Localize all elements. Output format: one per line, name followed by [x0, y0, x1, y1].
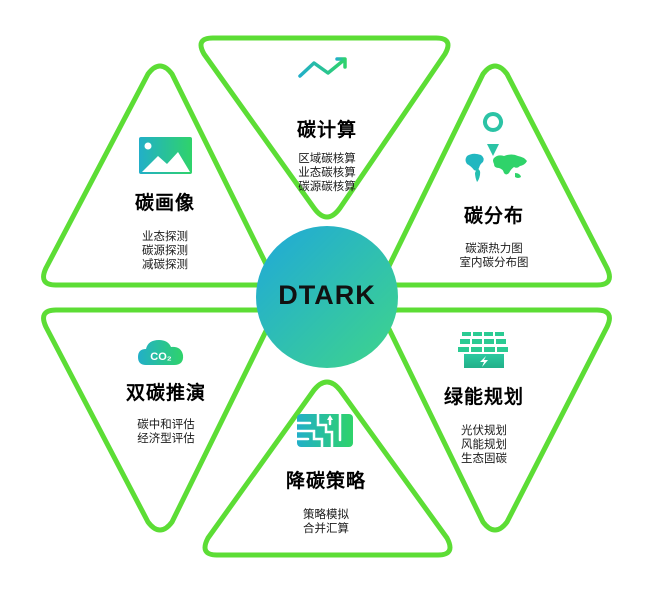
- segment-bottom-left[interactable]: 双碳推演 碳中和评估 经济型评估: [126, 378, 206, 445]
- segment-item: 经济型评估: [137, 431, 195, 445]
- segment-item: 减碳探测: [141, 257, 188, 271]
- segment-title: 绿能规划: [443, 386, 525, 408]
- segment-items: 碳源热力图 室内碳分布图: [460, 241, 529, 269]
- segment-item: 碳源探测: [141, 243, 188, 257]
- bar-chart-trend-icon: [298, 57, 347, 99]
- world-map-pin-icon: [465, 112, 527, 182]
- segment-item: 业态探测: [141, 229, 188, 243]
- segment-bottom[interactable]: 降碳策略 策略模拟 合并汇算: [286, 466, 366, 535]
- segment-item: 碳中和评估: [137, 417, 195, 431]
- segment-item: 策略模拟: [302, 507, 349, 521]
- segment-top-right[interactable]: 碳分布 碳源热力图 室内碳分布图: [460, 201, 529, 269]
- segment-title: 降碳策略: [285, 470, 367, 492]
- center-circle[interactable]: [256, 226, 398, 368]
- segment-items: 业态探测 碳源探测 减碳探测: [135, 229, 195, 271]
- segment-top-outline[interactable]: [198, 35, 451, 220]
- segment-items: 光伏规划 风能规划 生态固碳: [444, 423, 524, 465]
- co2-cloud-icon: CO₂: [138, 340, 184, 365]
- segment-top-left[interactable]: 碳画像 业态探测 碳源探测 减碳探测: [135, 188, 195, 271]
- segment-title: 碳画像: [134, 192, 196, 214]
- segment-items: 区域碳核算 业态碳核算 碳源碳核算: [297, 151, 357, 193]
- segment-title: 碳分布: [463, 205, 524, 227]
- segment-title: 碳计算: [296, 119, 358, 141]
- segment-item: 室内碳分布图: [459, 255, 529, 269]
- center-label: DTARK: [278, 280, 376, 310]
- segment-title: 双碳推演: [125, 382, 207, 404]
- solar-panel-icon: [458, 332, 508, 368]
- segment-top[interactable]: 碳计算 区域碳核算 业态碳核算 碳源碳核算: [297, 115, 357, 193]
- segment-item: 区域碳核算: [298, 151, 356, 165]
- co2-label: CO₂: [150, 351, 172, 363]
- segment-items: 碳中和评估 经济型评估: [126, 417, 206, 445]
- segment-item: 碳源热力图: [465, 241, 523, 255]
- image-icon: [139, 137, 192, 174]
- segment-bottom-right[interactable]: 绿能规划 光伏规划 风能规划 生态固碳: [444, 382, 524, 465]
- circuit-path-icon: [295, 412, 353, 449]
- segment-item: 生态固碳: [460, 451, 507, 465]
- segment-item: 光伏规划: [460, 423, 507, 437]
- segment-item: 业态碳核算: [298, 165, 356, 179]
- segment-bottom-outline[interactable]: [202, 379, 453, 558]
- segment-item: 碳源碳核算: [298, 179, 356, 193]
- segment-item: 风能规划: [460, 437, 507, 451]
- segment-item: 合并汇算: [302, 521, 349, 535]
- segment-items: 策略模拟 合并汇算: [286, 507, 366, 535]
